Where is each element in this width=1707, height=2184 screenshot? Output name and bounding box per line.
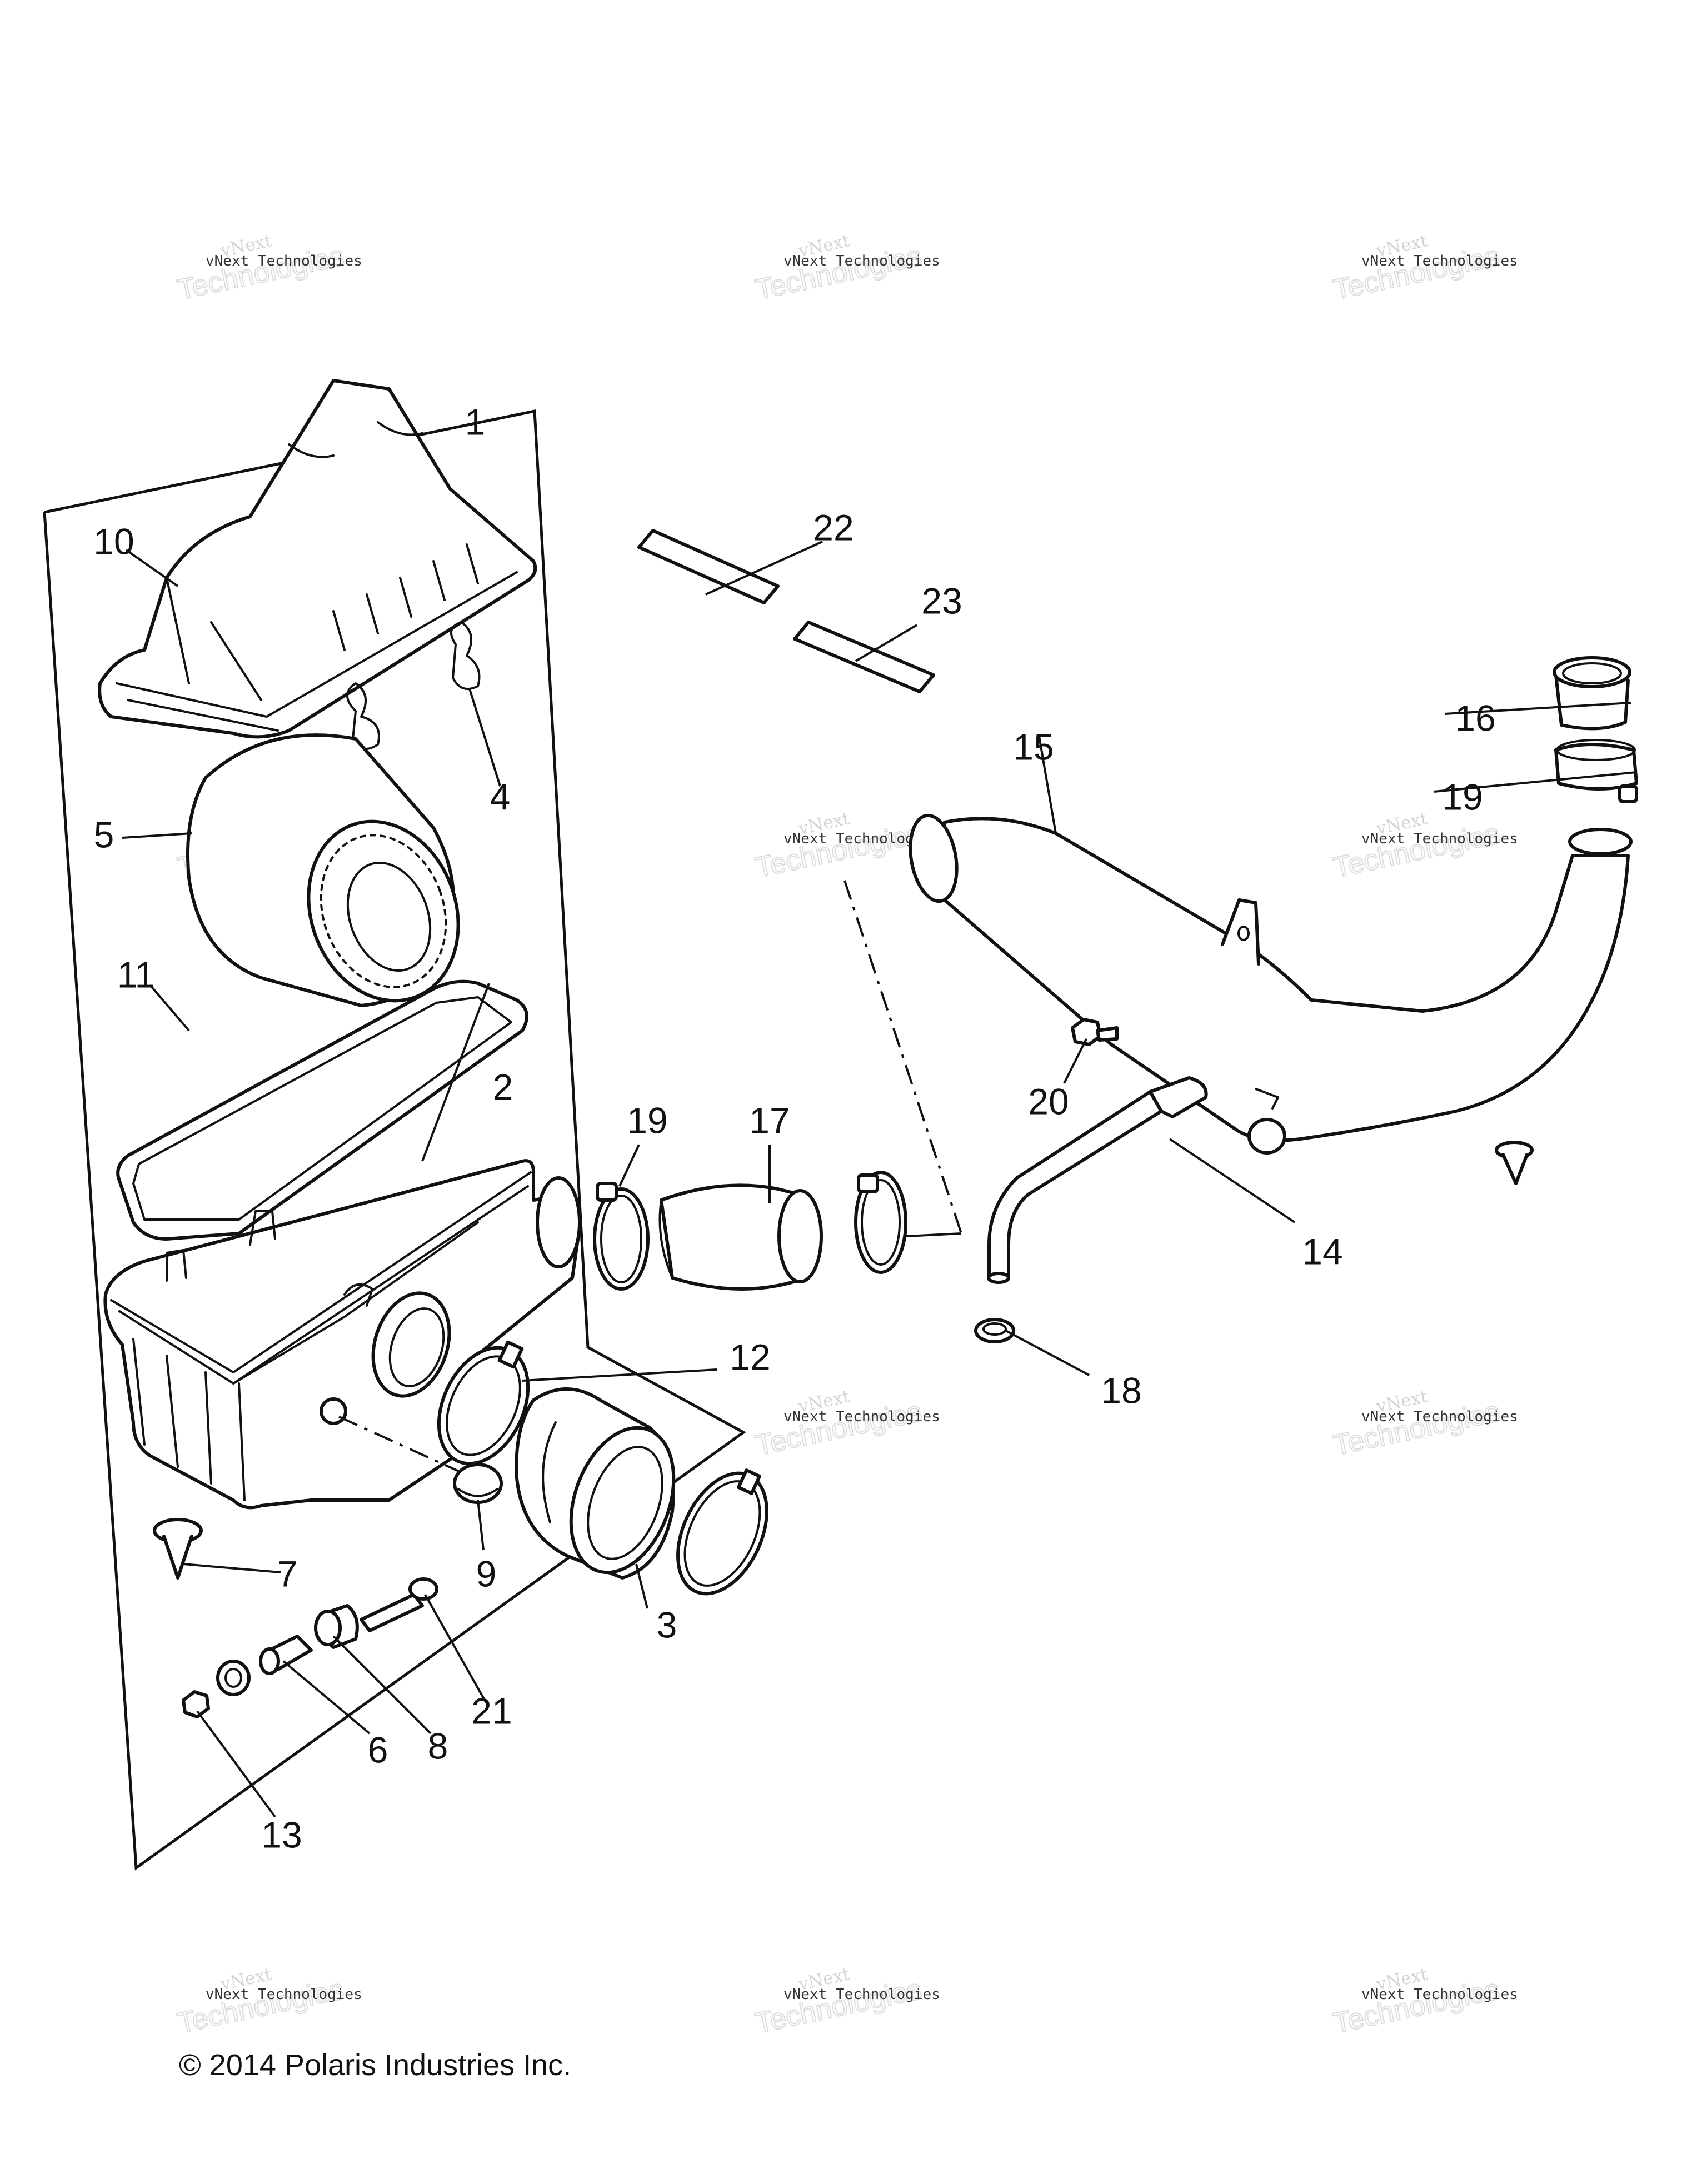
callout-7: 7	[277, 1553, 298, 1594]
drain-plug	[453, 1463, 503, 1504]
callout-19-right: 19	[1442, 776, 1483, 817]
callout-13: 13	[261, 1814, 302, 1855]
callout-11: 11	[117, 954, 156, 995]
duct-dashed-guide	[843, 880, 962, 1234]
clip-pair	[346, 621, 481, 750]
clamp-ring	[437, 1340, 530, 1466]
decal-22	[637, 529, 780, 604]
callout-17: 17	[749, 1100, 790, 1141]
intake-boot	[515, 1387, 676, 1580]
callout-2: 2	[493, 1066, 513, 1107]
airbox-outlet-flange	[371, 1291, 451, 1398]
boot-clamp	[676, 1468, 768, 1596]
callout-6: 6	[368, 1729, 388, 1770]
callout-5: 5	[94, 814, 114, 855]
callout-21: 21	[471, 1690, 512, 1731]
callout-9: 9	[476, 1553, 497, 1594]
washer	[216, 1660, 251, 1696]
hose-clamp-right	[1554, 739, 1638, 803]
callout-22: 22	[813, 507, 854, 548]
push-rivet	[153, 1518, 203, 1580]
airbox-cover	[98, 379, 537, 739]
callout-1: 1	[465, 401, 486, 442]
air-filter-element	[186, 733, 460, 1007]
callout-16: 16	[1455, 697, 1495, 738]
watermark-small: vNext Technologies	[206, 253, 362, 269]
callout-19-left: 19	[627, 1100, 667, 1141]
callout-14: 14	[1302, 1231, 1342, 1272]
callout-15: 15	[1013, 726, 1054, 767]
leader-lines	[122, 541, 1637, 1818]
watermark-small: vNext Technologies	[783, 1986, 940, 2003]
callout-18: 18	[1101, 1370, 1141, 1411]
callout-23: 23	[921, 580, 962, 621]
duct-push-rivet	[1495, 1141, 1534, 1185]
watermark-small: vNext Technologies	[1361, 253, 1518, 269]
intake-cap	[1553, 656, 1631, 731]
assembly-frame	[43, 409, 746, 1871]
duct-bolt	[1071, 1018, 1119, 1046]
small-hose-clamp	[974, 1318, 1015, 1343]
breather-tube	[987, 1076, 1208, 1284]
watermark-small: vNext Technologies	[1361, 1408, 1518, 1425]
watermark-small: vNext Technologies	[1361, 831, 1518, 847]
callout-layer: 1 2 3 4 5 6 7 8 9 10 11 12 13 14 15 16 1…	[93, 401, 1495, 1855]
callout-12: 12	[730, 1336, 770, 1377]
plug-dashed-guide	[338, 1416, 462, 1473]
hose-clamp-left	[593, 1182, 650, 1291]
callout-4: 4	[490, 776, 511, 817]
grommet-bushing	[314, 1604, 359, 1649]
callout-10: 10	[93, 521, 134, 562]
watermark-small: vNext Technologies	[206, 1986, 362, 2003]
hex-nut	[182, 1690, 210, 1718]
intake-hose	[658, 1183, 823, 1291]
watermark-small: vNext Technologies	[783, 253, 940, 269]
callout-8: 8	[428, 1725, 448, 1766]
airbox-seal	[116, 979, 528, 1241]
callout-20: 20	[1028, 1081, 1069, 1122]
callout-3: 3	[657, 1604, 677, 1645]
spacer-sleeve	[259, 1635, 313, 1675]
watermark-small: vNext Technologies	[1361, 1986, 1518, 2003]
intake-duct	[909, 813, 1633, 1155]
watermark-small: vNext Technologies	[783, 1408, 940, 1425]
mounting-bolt	[360, 1577, 438, 1632]
copyright-notice: © 2014 Polaris Industries Inc.	[179, 2048, 571, 2082]
hose-clamp-mid	[854, 1171, 907, 1274]
clamp-to-guide-leader	[905, 1232, 962, 1237]
